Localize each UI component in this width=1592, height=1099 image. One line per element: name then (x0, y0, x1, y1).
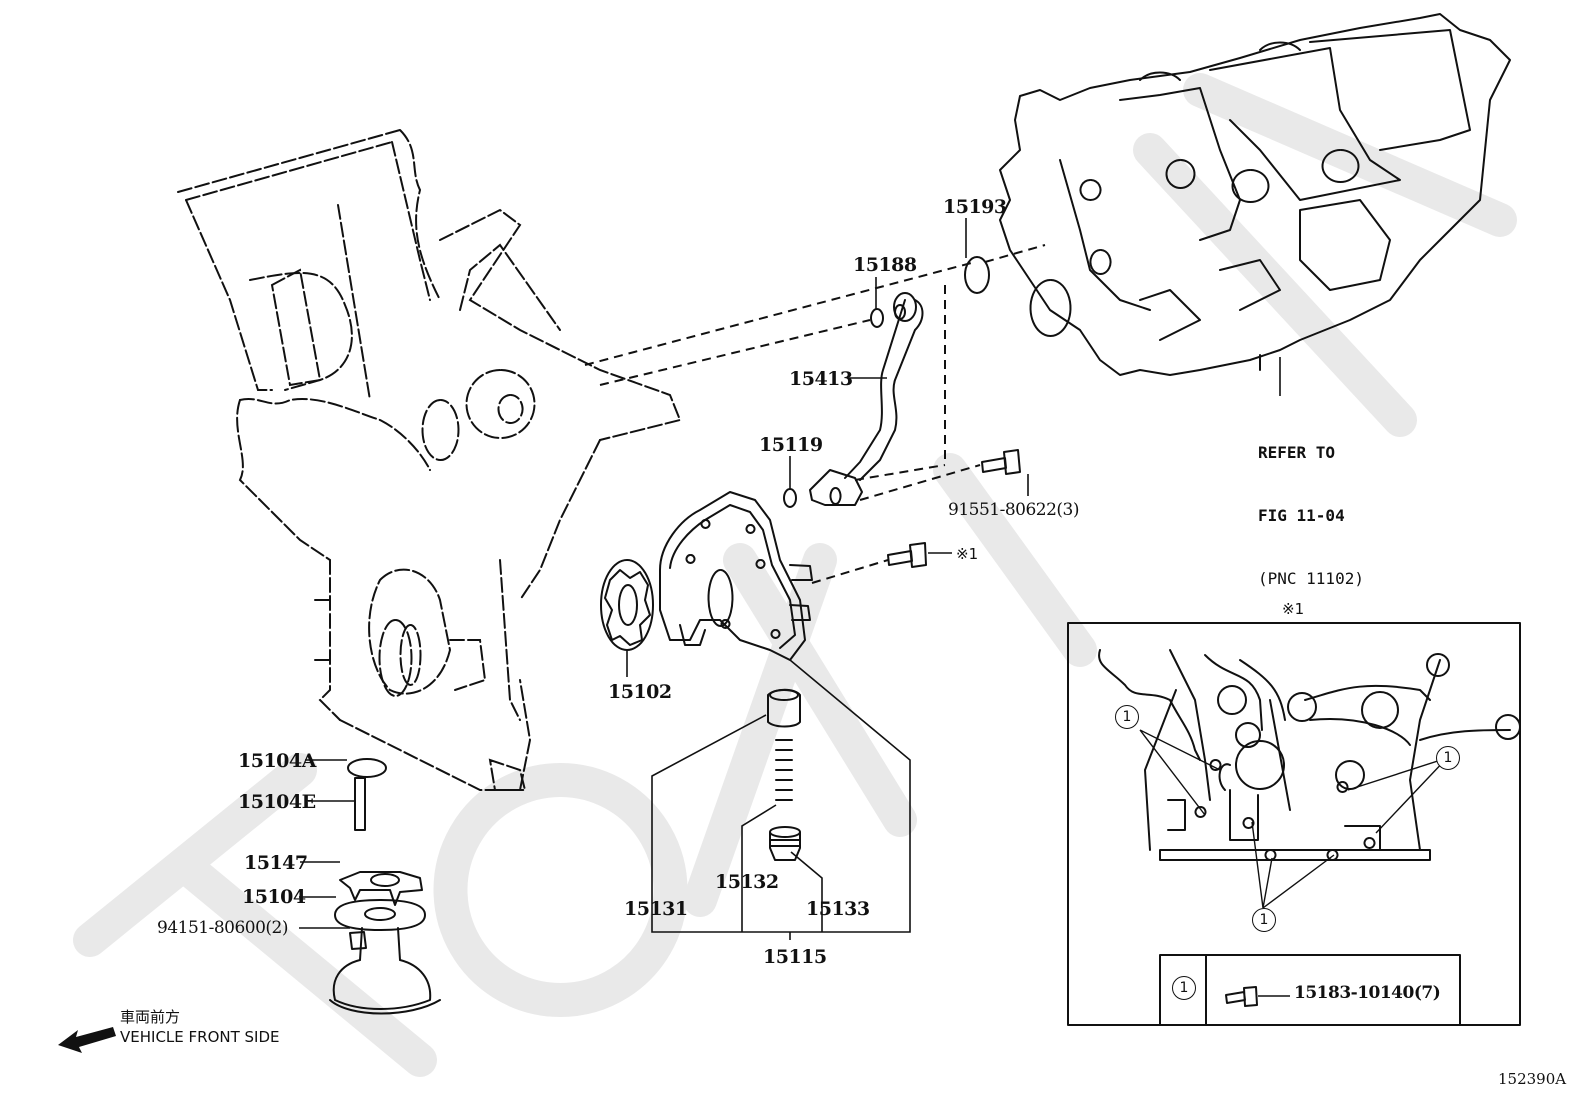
vehicle-front-en: VEHICLE FRONT SIDE (120, 1028, 280, 1046)
watermark (73, 73, 1517, 1077)
part-label-15188[interactable]: 15188 (853, 254, 917, 276)
part-label-15132[interactable]: 15132 (715, 871, 779, 893)
o-ring-15188 (870, 308, 884, 328)
timing-cover-outline (177, 129, 682, 791)
alignment-lines (584, 244, 1046, 584)
reference-note: REFER TO FIG 11-04 (PNC 11102) (1258, 400, 1364, 610)
part-label-15115[interactable]: 15115 (763, 946, 827, 968)
legend-part-number[interactable]: 15183-10140(7) (1294, 983, 1441, 1003)
part-label-15131[interactable]: 15131 (624, 898, 688, 920)
callout-circle: 1 (1252, 908, 1276, 932)
part-label-15193[interactable]: 15193 (943, 196, 1007, 218)
part-label-15102[interactable]: 15102 (608, 681, 672, 703)
part-label-15104E[interactable]: 15104E (238, 791, 316, 813)
reference-note-line1: REFER TO (1258, 443, 1336, 462)
callout-circle: 1 (1115, 705, 1139, 729)
callout-circle: 1 (1436, 746, 1460, 770)
part-label-15119[interactable]: 15119 (759, 434, 823, 456)
detail-view-outline (1067, 622, 1521, 1026)
oil-strainer (329, 871, 441, 1015)
oil-pump-rotor (600, 559, 654, 651)
leader-lines (299, 218, 1281, 940)
part-label-15104A[interactable]: 15104A (238, 750, 316, 772)
legend-key-circle: 1 (1172, 976, 1196, 1000)
o-ring-15119 (783, 488, 797, 508)
bolts (349, 449, 1021, 950)
o-ring-15193 (964, 256, 990, 294)
oil-pump-body (659, 491, 813, 661)
callout-mark: ※1 (956, 545, 979, 563)
part-label-91551-80622[interactable]: 91551-80622(3) (948, 500, 1079, 520)
relief-valve-parts (767, 688, 801, 861)
part-label-94151-80600[interactable]: 94151-80600(2) (157, 918, 288, 938)
part-label-15147[interactable]: 15147 (244, 852, 308, 874)
cylinder-head (999, 13, 1511, 376)
vehicle-front-jp: 車両前方 (120, 1008, 181, 1026)
part-label-15133[interactable]: 15133 (806, 898, 870, 920)
reference-note-line2[interactable]: FIG 11-04 (1258, 506, 1345, 525)
detail-view-title: ※1 (1282, 600, 1305, 618)
figure-code: 152390A (1498, 1070, 1567, 1088)
part-label-15413[interactable]: 15413 (789, 368, 853, 390)
left-arrow-icon (58, 1027, 116, 1053)
o-ring-15104A (347, 758, 387, 778)
oil-pipe (809, 292, 924, 506)
part-label-15104[interactable]: 15104 (242, 886, 306, 908)
reference-note-line3: (PNC 11102) (1258, 569, 1364, 588)
